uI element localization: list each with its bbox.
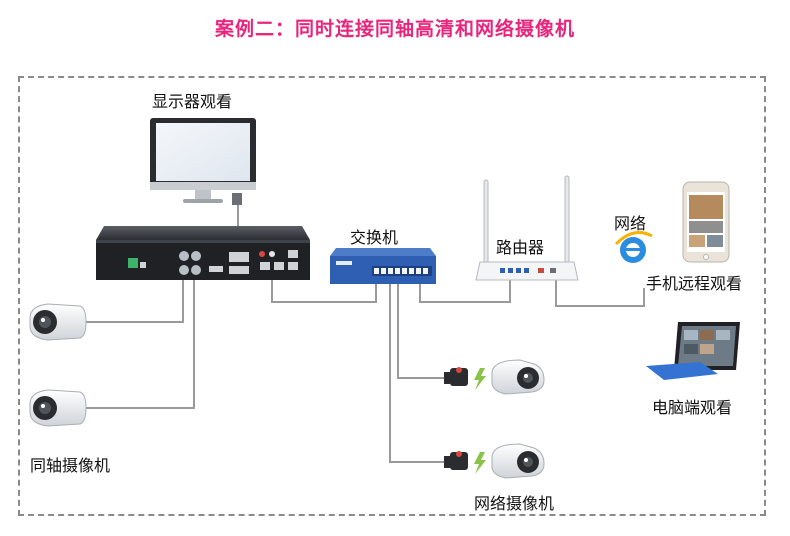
cable-switch-router: [419, 280, 511, 303]
laptop: [646, 322, 740, 380]
network-switch: [330, 248, 436, 284]
monitor: [150, 118, 256, 205]
lightning-icon: [474, 368, 486, 390]
cable-switch-ipcam-2: [389, 284, 444, 463]
phone-label: 手机远程观看: [646, 274, 743, 293]
page-title: 案例二：同时连接同轴高清和网络摄像机: [214, 18, 575, 40]
dvr-recorder: [96, 226, 310, 280]
ip-camera-1: [491, 359, 545, 395]
diagram-frame: [18, 76, 766, 516]
switch-label: 交换机: [350, 228, 399, 247]
monitor-label: 显示器观看: [152, 92, 233, 111]
ip-camera-2: [491, 443, 545, 479]
cable-coax-2: [80, 258, 195, 409]
ie-browser-icon: [614, 230, 653, 263]
ip-cameras-label: 网络摄像机: [474, 494, 555, 513]
router-label: 路由器: [496, 238, 545, 257]
lightning-icon: [474, 452, 486, 474]
cable-nvr-switch: [271, 272, 377, 303]
power-adapter-icon: [444, 367, 468, 386]
cable-switch-ipcam-1: [397, 284, 444, 379]
coax-cameras-label: 同轴摄像机: [30, 456, 111, 475]
smartphone: [682, 181, 730, 263]
ip-camera-group-1: [444, 359, 545, 395]
cable-router-internet: [555, 280, 645, 307]
coax-camera-1: [29, 303, 87, 341]
network-label: 网络: [614, 214, 647, 233]
ip-camera-group-2: [444, 443, 545, 479]
power-adapter-icon: [444, 451, 468, 470]
router: [475, 175, 579, 281]
coax-camera-2: [29, 389, 87, 427]
pc-label: 电脑端观看: [652, 398, 733, 417]
